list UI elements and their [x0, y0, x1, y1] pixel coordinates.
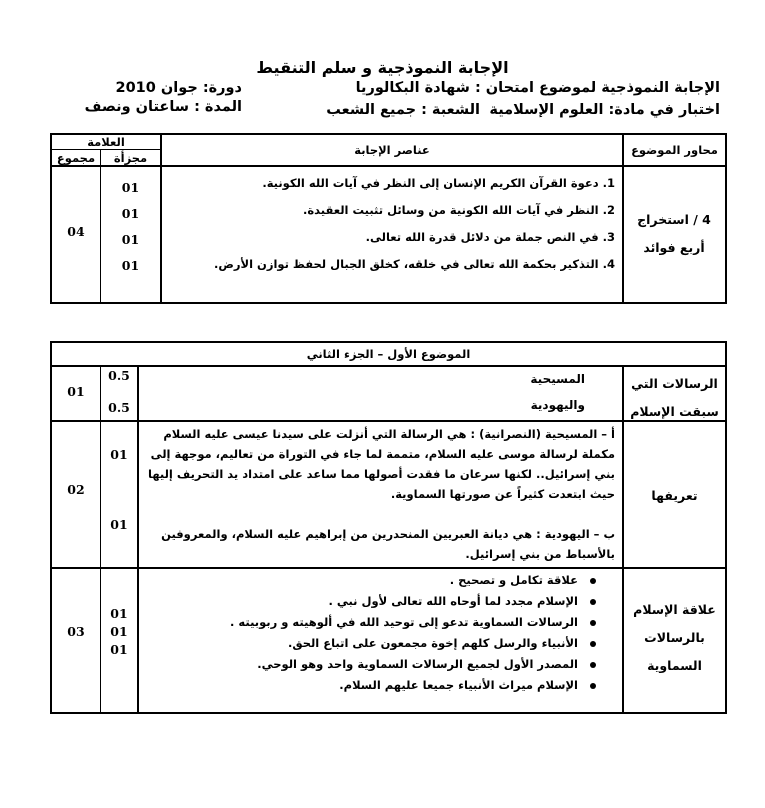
session-label: دورة: جوان 2010: [115, 80, 242, 96]
axis-cell-relation: علاقة الإسلام بالرسالات السماوية: [633, 602, 716, 673]
col-header-elements: عناصر الإجابة: [354, 143, 430, 157]
bullet-icon: [590, 641, 596, 647]
partial-grade: 0.5: [108, 400, 130, 415]
list-item: الإسلام ميراث الأنبياء جميعا عليهم السلا…: [230, 675, 598, 696]
subject-label: اختبار في مادة: العلوم الإسلامية: [489, 102, 720, 118]
exam-type-line: الإجابة النموذجية لموضوع امتحان : شهادة …: [355, 80, 720, 96]
bullet-icon: [590, 599, 596, 605]
col-header-grade: العلامة: [87, 135, 125, 149]
partial-grade: 01: [110, 517, 128, 532]
answer-item: 2. النظر في آيات الله الكونية من وسائل ت…: [302, 203, 615, 217]
answer-item: واليهودية: [530, 398, 585, 412]
partial-grade: 01: [121, 180, 140, 195]
page-title: الإجابة النموذجية و سلم التنقيط: [256, 58, 509, 77]
answer-item: 3. في النص جملة من دلائل قدرة الله تعالى…: [365, 230, 615, 244]
list-item: الإسلام مجدد لما أوحاه الله تعالى لأول ن…: [230, 591, 598, 612]
section-header: الموضوع الأول – الجزء الثاني: [306, 347, 471, 361]
col-header-axes: محاور الموضوع: [631, 143, 718, 157]
partial-grade: 01: [110, 606, 128, 621]
definition-judaism: ب – اليهودية : هي ديانة العبريين المنحدر…: [161, 527, 615, 561]
partial-grade: 0.5: [108, 368, 130, 383]
col-header-total: مجموع: [56, 151, 96, 165]
partial-grade: 01: [121, 206, 140, 221]
list-item: علاقة تكامل و تصحيح .: [230, 570, 598, 591]
total-grade: 04: [67, 224, 85, 239]
duration-label: المدة : ساعتان ونصف: [84, 99, 242, 115]
bullet-icon: [590, 683, 596, 689]
answer-item: 1. دعوة القرآن الكريم الإنسان إلى النظر …: [262, 176, 615, 190]
partial-grade: 01: [110, 642, 128, 657]
branch-label: الشعبة : جميع الشعب: [326, 102, 480, 118]
partial-grade: 01: [110, 447, 128, 462]
partial-grade: 01: [121, 258, 140, 273]
answer-item: المسيحية: [530, 372, 585, 386]
total-grade: 01: [67, 384, 85, 399]
list-item: الرسالات السماوية تدعو إلى توحيد الله في…: [230, 612, 598, 633]
axis-cell-definition: تعريفها: [651, 488, 698, 503]
axis-cell-benefits: 4 / استخراج أربع فوائد: [637, 212, 711, 255]
bullet-icon: [590, 620, 596, 626]
axis-cell-previous-messages: الرسالات التي سبقت الإسلام: [630, 376, 719, 419]
total-grade: 03: [67, 624, 85, 639]
col-header-partial: مجزأة: [113, 151, 148, 165]
partial-grade: 01: [121, 232, 140, 247]
list-item: المصدر الأول لجميع الرسالات السماوية واح…: [230, 654, 598, 675]
answer-item: 4. التذكير بحكمة الله تعالى في خلقه، كخل…: [214, 257, 615, 271]
partial-grade: 01: [110, 624, 128, 639]
total-grade: 02: [67, 482, 85, 497]
list-item: الأنبياء والرسل كلهم إخوة مجمعون على اتب…: [230, 633, 598, 654]
bullet-icon: [590, 662, 596, 668]
bullet-icon: [590, 578, 596, 584]
definition-christianity: أ – المسيحية (النصرانية) : هي الرسالة ال…: [148, 427, 615, 501]
relation-bullet-list: علاقة تكامل و تصحيح . الإسلام مجدد لما أ…: [230, 570, 598, 696]
